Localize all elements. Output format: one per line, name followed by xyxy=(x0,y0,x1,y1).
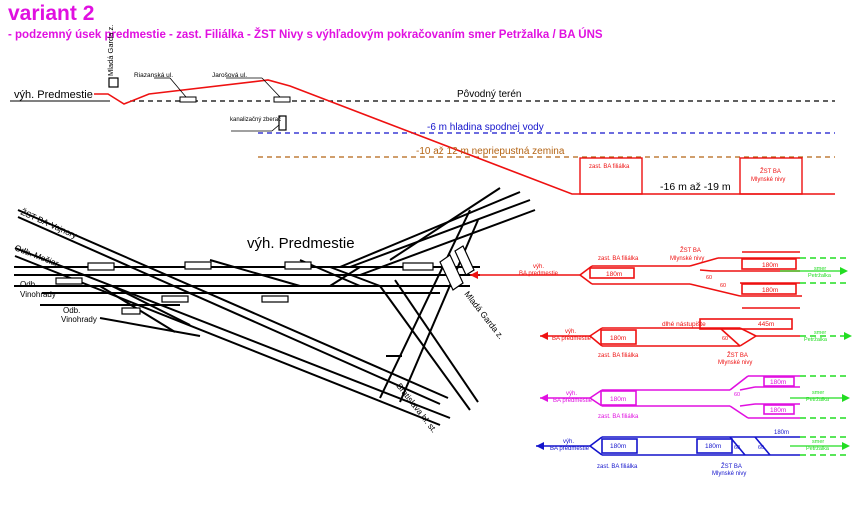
blue-s60: 60 xyxy=(734,445,740,451)
red1-len1: 180m xyxy=(606,271,622,278)
mag-filialka: zast. BA filiálka xyxy=(598,414,639,420)
longitudinal-profile xyxy=(10,77,835,195)
profile-ground-label: Pôvodný terén xyxy=(457,89,522,100)
scheme-blue xyxy=(536,436,800,456)
profile-depth-label: -16 m až -19 m xyxy=(660,181,731,193)
green-arrow-3 xyxy=(842,394,850,402)
blue-petrzalka: Petržalka xyxy=(806,446,830,452)
blue-predmestie: BA predmestie xyxy=(550,446,590,452)
scheme-red-2 xyxy=(540,318,800,347)
red-arrow-1 xyxy=(470,271,478,279)
red1-len3: 180m xyxy=(762,287,778,294)
plan-vinohrady1-label-2: Vinohrady xyxy=(20,290,56,299)
blue-len1: 180m xyxy=(610,443,626,450)
track-plan xyxy=(14,187,536,426)
plan-vajnory-label: ŽST BA-Vajnory xyxy=(19,207,79,241)
green-arrow-2 xyxy=(844,332,852,340)
profile-sewer-label: kanalizačný zberač xyxy=(230,117,281,123)
red2-note: dlhé nástupište xyxy=(662,321,706,328)
profile-street1-label: Riazanská ul. xyxy=(134,72,173,79)
profile-mlada-garda-label: Mladá Garda z. xyxy=(106,25,115,76)
red1-zst: ŽST BA xyxy=(680,246,701,254)
plan-bratislava-label: Bratislava hl. st. xyxy=(394,381,439,434)
red2-smer: smer xyxy=(814,330,826,336)
profile-stop2-label: ŽST BA xyxy=(760,167,781,175)
red2-long: 445m xyxy=(758,321,774,328)
red2-petrzalka: Petržalka xyxy=(804,337,828,343)
red2-vyh: výh. xyxy=(565,329,576,335)
profile-street2-label: Jarošová ul. xyxy=(212,72,247,79)
green-arrow-1 xyxy=(840,267,848,275)
blue-arrow xyxy=(536,442,544,450)
red1-smer: smer xyxy=(814,266,826,272)
profile-clay-label: -10 až 12 m nepriepustná zemina xyxy=(416,146,565,157)
blue-nivy: Mlynské nivy xyxy=(712,471,746,477)
mag-smer: smer xyxy=(812,390,824,396)
red1-predmestie: BA predmestie xyxy=(519,271,559,277)
profile-stop1-label: zast. BA filiálka xyxy=(589,164,630,170)
scheme-red-1 xyxy=(470,251,802,309)
plan-title: výh. Predmestie xyxy=(247,235,355,252)
plan-vinohrady1-label: Odb. xyxy=(20,280,37,289)
red2-len: 180m xyxy=(610,335,626,342)
page-title: variant 2 xyxy=(8,2,95,25)
profile-station-label: výh. Predmestie xyxy=(14,89,93,101)
blue-filialka: zast. BA filiálka xyxy=(597,464,638,470)
red2-zst: ŽST BA xyxy=(727,351,748,359)
plan-vinohrady2-label-2: Vinohrady xyxy=(61,315,97,324)
red2-s60: 60 xyxy=(722,336,728,342)
plan-platforms xyxy=(55,245,475,315)
mag-len1: 180m xyxy=(610,396,626,403)
red1-filialka: zast. BA filiálka xyxy=(598,256,639,262)
profile-stop2-label-2: Mlynské nivy xyxy=(751,177,785,183)
mag-petrzalka: Petržalka xyxy=(806,397,830,403)
plan-vinohrady2-label: Odb. xyxy=(63,306,80,315)
mag-vyh: výh. xyxy=(566,391,577,397)
magenta-arrow xyxy=(540,394,548,402)
red1-nivy: Mlynské nivy xyxy=(670,256,704,262)
blue-s60-2: 60 xyxy=(758,445,764,451)
blue-len2: 180m xyxy=(705,443,721,450)
scheme-magenta xyxy=(540,375,800,419)
green-arrow-4 xyxy=(842,442,850,450)
red1-vyh: výh. xyxy=(533,264,544,270)
profile-water-label: -6 m hladina spodnej vody xyxy=(427,122,544,133)
mag-predmestie: BA predmestie xyxy=(553,398,593,404)
blue-zst: ŽST BA xyxy=(721,462,742,470)
page-subtitle: - podzemný úsek predmestie - zast. Filiá… xyxy=(8,29,603,41)
blue-smer: smer xyxy=(812,439,824,445)
mag-len2: 180m xyxy=(770,379,786,386)
red2-nivy: Mlynské nivy xyxy=(718,360,752,366)
red2-predmestie: BA predmestie xyxy=(552,336,592,342)
blue-vyh: výh. xyxy=(563,439,574,445)
red2-filialka: zast. BA filiálka xyxy=(598,353,639,359)
red1-s60-2: 60 xyxy=(720,283,726,289)
red1-s60: 60 xyxy=(706,275,712,281)
red-arrow-2 xyxy=(540,332,548,340)
red1-len2: 180m xyxy=(762,262,778,269)
plan-mlada-garda-label: Mladá Garda z. xyxy=(462,289,506,341)
mag-len3: 180m xyxy=(770,407,786,414)
mag-s60: 60 xyxy=(734,392,740,398)
red1-petrzalka: Petržalka xyxy=(808,273,832,279)
blue-len3: 180m xyxy=(774,430,789,436)
